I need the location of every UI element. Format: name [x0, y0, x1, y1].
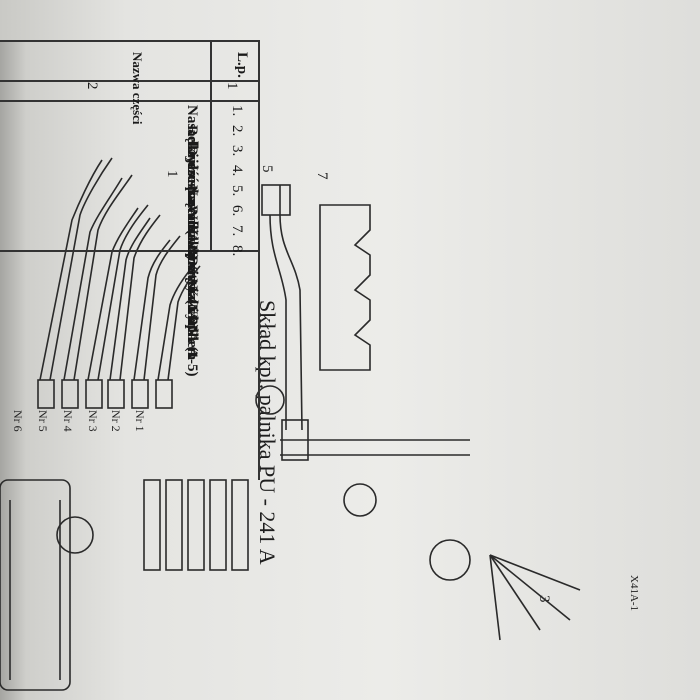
- cutting-tips: [143, 479, 249, 571]
- header-col-2: 2: [84, 82, 100, 90]
- torch-handle: [0, 479, 94, 691]
- row-lp: 8.: [229, 245, 245, 257]
- header-col-1: 1: [224, 82, 240, 90]
- welding-nozzle-nr4: [85, 204, 149, 409]
- header-name: Nazwa części: [130, 52, 145, 125]
- wrench: [319, 204, 371, 371]
- row-lp: 3.: [229, 145, 245, 157]
- welding-nozzle-nr6: [37, 157, 113, 409]
- row-lp: 2.: [229, 125, 245, 137]
- table-line-col-sep: [210, 40, 212, 250]
- table-line-right: [0, 250, 260, 252]
- welding-nozzle-nr2: [131, 235, 181, 409]
- row-lp: 5.: [229, 185, 245, 197]
- header-lp: L.p.: [234, 52, 250, 78]
- welding-nozzle-nr1: [155, 265, 201, 409]
- table-line-left: [0, 40, 260, 42]
- page-shadow: [0, 40, 26, 700]
- welding-nozzle-nr3: [107, 214, 161, 409]
- row-name: Przetyczki kpl.: [184, 245, 200, 341]
- row-lp: 1.: [229, 105, 245, 117]
- welding-nozzle-nr5: [61, 174, 133, 409]
- row-lp: 7.: [229, 225, 245, 237]
- tip-marking: X41A-1: [628, 575, 640, 612]
- cart-with-compass: [280, 439, 581, 641]
- cutting-attachment: [255, 184, 309, 461]
- row-lp: 6.: [229, 205, 245, 217]
- table-line-top: [258, 40, 260, 480]
- row-lp: 4.: [229, 165, 245, 177]
